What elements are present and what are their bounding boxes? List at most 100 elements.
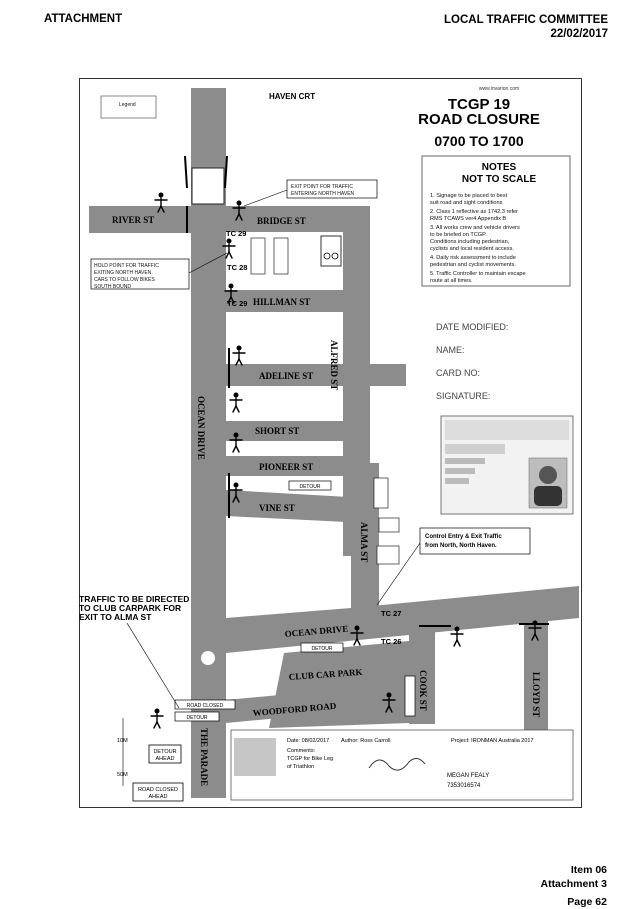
notes-line: to be briefed on TCGP. <box>430 232 487 238</box>
street-ocean-drive-vertical: OCEAN DRIVE <box>196 396 206 460</box>
road-closed-ahead-sign <box>132 782 184 802</box>
callout-hold-line-4: SOUTH BOUND <box>94 284 131 290</box>
notes-line: 3. All works crew and vehicle drivers <box>430 225 520 231</box>
street-alma-st: ALMA ST <box>359 522 369 562</box>
street-the-parade: THE PARADE <box>199 728 209 786</box>
notes-line: Conditions including pedestrian, <box>430 239 510 245</box>
detour-sign <box>288 480 332 491</box>
legend-label: Legend <box>119 102 136 108</box>
callout-control-line-2: from North, North Haven. <box>425 543 497 549</box>
detour-sign-vertical <box>404 675 416 717</box>
form-name: NAME: <box>436 345 465 355</box>
street-bridge-st: BRIDGE ST <box>257 216 306 226</box>
traffic-controller-icon <box>350 625 364 646</box>
notes-line: 5. Traffic Controller to maintain escape <box>430 271 526 277</box>
notes-line: cyclists and local resident access. <box>430 246 514 252</box>
footer-item: Item 06 <box>570 864 607 876</box>
form-signature: SIGNATURE: <box>436 391 490 401</box>
detour-sign-vertical <box>373 477 389 509</box>
road-short-st <box>226 421 346 441</box>
callout-hold-line-1: HOLD POINT FOR TRAFFIC <box>94 263 159 269</box>
callout-traffic-line-2: TO CLUB CARPARK FOR <box>79 603 181 613</box>
notes-line: suit road and sight conditions <box>430 200 503 206</box>
street-cook-st: COOK ST <box>418 670 428 711</box>
traffic-controller-icon <box>450 626 464 647</box>
info-comments-1: TCGP for Bike Leg <box>287 756 333 762</box>
road-closed-ahead-text-1: ROAD CLOSED <box>138 787 178 793</box>
bike-lane-sign <box>320 235 342 267</box>
road-vine-st <box>226 490 366 523</box>
prepare-to-stop-sign <box>273 237 289 275</box>
road-ocean-drive-horizontal <box>226 586 579 653</box>
traffic-controller-icon <box>229 392 243 413</box>
street-adeline-st: ADELINE ST <box>259 371 313 381</box>
callout-pointer <box>126 622 180 709</box>
id-card-banner <box>445 420 569 440</box>
notes-lines: 1. Signage to be placed to best suit roa… <box>430 193 526 284</box>
notes-box <box>421 155 571 287</box>
tc-27-label: TC 27 <box>381 609 401 618</box>
detour-ahead-text-2: AHEAD <box>156 756 175 762</box>
info-project: Project: IRONMAN Australia 2017 <box>451 738 534 744</box>
detour-sign-text: DETOUR <box>186 715 207 721</box>
callout-exit-point-line-1: EXIT POINT FOR TRAFFIC <box>291 184 353 190</box>
signature-mark <box>368 758 426 771</box>
traffic-controller-icon <box>232 200 246 221</box>
barrier-bridge-left <box>184 155 188 189</box>
callout-hold-line-3: CARS TO FOLLOW BIKES <box>94 277 155 283</box>
street-lloyd-st: LLOYD ST <box>531 672 541 717</box>
header-attachment: ATTACHMENT <box>44 13 123 25</box>
traffic-controller-icon <box>528 620 542 641</box>
website-label: www.invarion.com <box>479 86 519 92</box>
road-hillman-st <box>226 290 346 312</box>
traffic-controller-icon <box>222 238 236 259</box>
traffic-controller-icon <box>382 692 396 713</box>
road-network <box>89 88 579 798</box>
bike-wheel-icon <box>331 252 339 260</box>
callout-hold-point <box>90 258 190 290</box>
dimension-10m: 10M <box>117 738 128 744</box>
traffic-controller-icon <box>232 345 246 366</box>
id-card-field <box>445 478 469 484</box>
notes-line: 4. Daily risk assessment to include <box>430 255 516 261</box>
callout-traffic-line-1: TRAFFIC TO BE DIRECTED <box>79 594 189 604</box>
traffic-controller-icon <box>150 708 164 729</box>
notes-line: 2. Class 1 reflective as 1742.3 refer <box>430 209 518 215</box>
header-date: 22/02/2017 <box>550 28 608 40</box>
info-author: Author: Ross Carroll <box>341 738 391 744</box>
dimension-50m: 50M <box>117 772 128 778</box>
traffic-control-plan-map: Legend www.invarion.com TCGP 19 ROAD CLO… <box>79 78 582 808</box>
detour-sign <box>300 642 344 653</box>
tc-29b-label: TC 29 <box>227 299 247 308</box>
traffic-controller-icon <box>229 482 243 503</box>
title-time: 0700 TO 1700 <box>434 133 523 149</box>
detour-ahead-sign <box>148 744 182 764</box>
road-river-st <box>89 206 191 233</box>
road-closed-sign <box>174 699 236 710</box>
notes-heading: NOTES <box>482 162 517 173</box>
info-bar <box>230 729 574 801</box>
road-closed-sign-text: ROAD CLOSED <box>187 703 224 709</box>
barriers <box>184 155 549 627</box>
form-date-modified: DATE MODIFIED: <box>436 322 508 332</box>
traffic-controller-icon <box>224 283 238 304</box>
notes-line: 1. Signage to be placed to best <box>430 193 508 199</box>
info-comments-label: Comments: <box>287 748 316 754</box>
notes-line: RMS TCAWS ver4 Appendix B <box>430 216 506 222</box>
callout-traffic-line-3: EXIT TO ALMA ST <box>79 612 152 622</box>
street-pioneer-st: PIONEER ST <box>259 462 313 472</box>
traffic-controllers <box>150 192 542 729</box>
callout-pointer <box>243 189 288 207</box>
road-closed-ahead-text-2: AHEAD <box>149 794 168 800</box>
detour-sign <box>174 711 220 722</box>
notes-line: route at all times. <box>430 278 473 284</box>
header-committee-name: LOCAL TRAFFIC COMMITTEE <box>444 14 608 26</box>
notes-line: pedestrian and cyclist movements. <box>430 262 516 268</box>
footer-attachment: Attachment 3 <box>540 878 607 890</box>
id-card-field <box>445 458 485 464</box>
bike-sign <box>378 517 400 533</box>
card-holder-name: MEGAN FEALY <box>447 773 489 779</box>
bike-wheel-icon <box>323 252 331 260</box>
detour-ahead-text-1: DETOUR <box>153 749 176 755</box>
detour-sign-text: DETOUR <box>311 646 332 652</box>
